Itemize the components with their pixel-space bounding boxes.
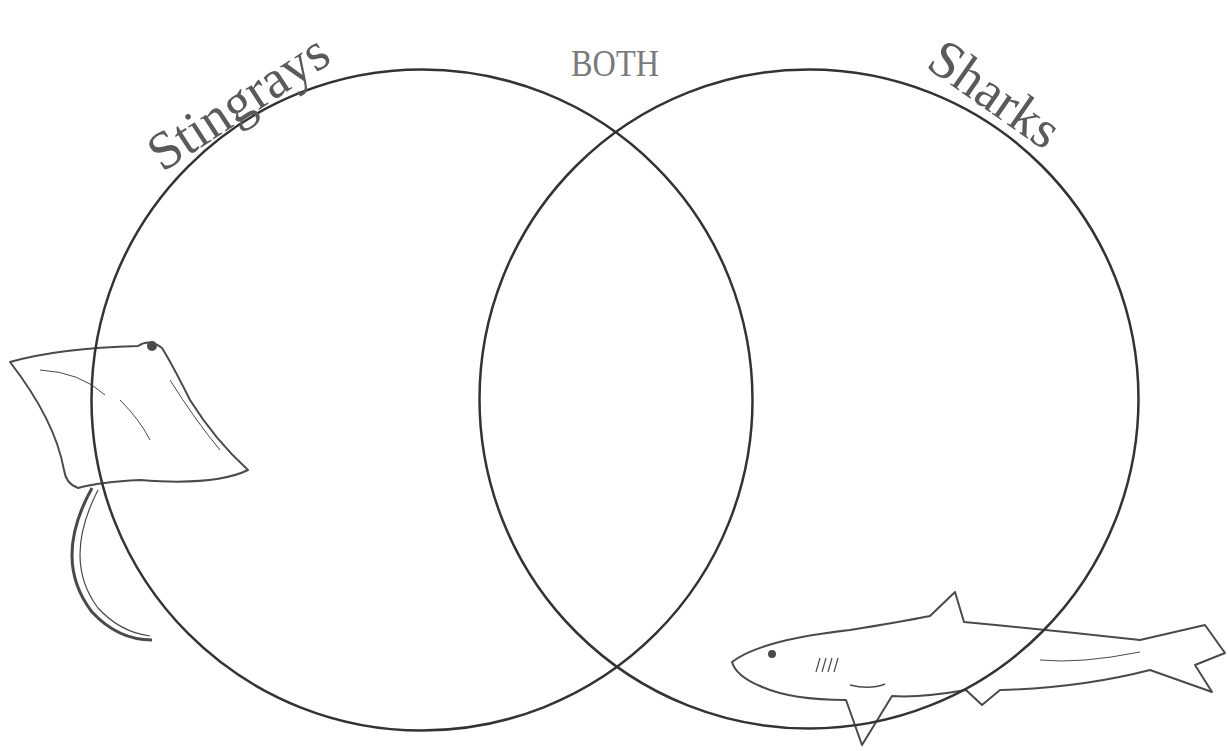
- stingray-drawing: [10, 342, 248, 640]
- circle-heading: Sharks: [919, 30, 1070, 159]
- circle-outline: [90, 68, 754, 732]
- shark-drawing: [732, 592, 1225, 745]
- circle-heading-wrap: Sharks: [919, 30, 1070, 159]
- region-label-wrap: BOTH: [563, 44, 666, 82]
- circle-heading: Stingrays: [138, 24, 339, 180]
- region-label: BOTH: [571, 44, 659, 82]
- venn-circle: Sharks: [478, 68, 1140, 730]
- venn-circle: Stingrays: [90, 68, 754, 732]
- circle-heading-wrap: Stingrays: [138, 24, 339, 180]
- circle-outline: [478, 68, 1140, 730]
